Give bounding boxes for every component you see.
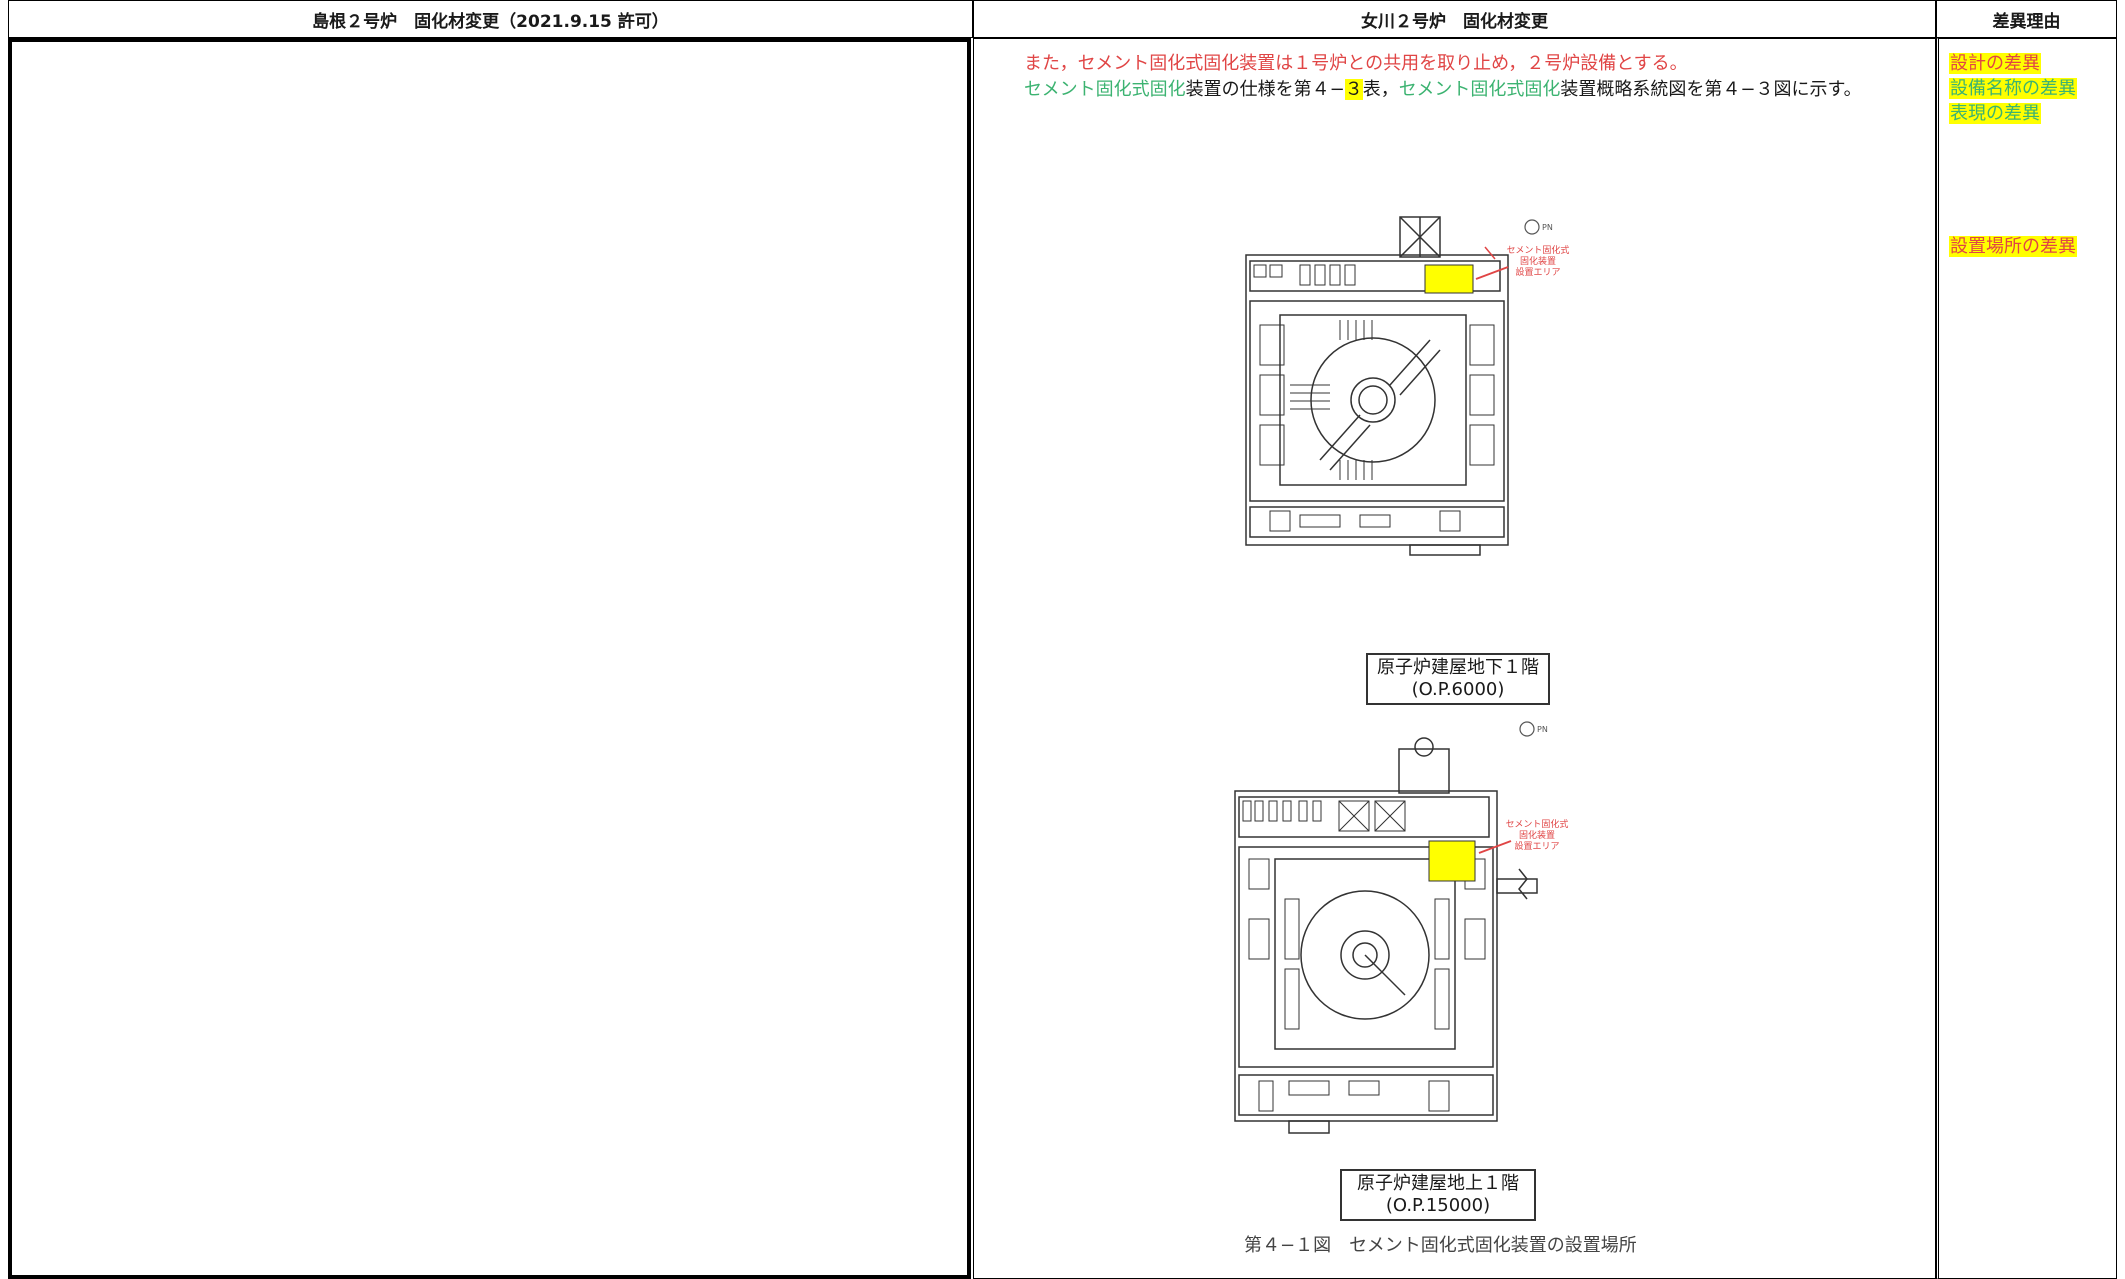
header-reason: 差異理由 <box>1936 0 2117 38</box>
reason-column: 設計の差異 設備名称の差異 表現の差異 設置場所の差異 <box>1936 38 2117 1279</box>
area-label-line: 固化装置 <box>1519 829 1555 841</box>
text-run: 装置の仕様を第４− <box>1185 79 1345 100</box>
plan-label-floor: 原子炉建屋地上１階 <box>1357 1173 1519 1194</box>
paragraph-line-1: また，セメント固化式固化装置は１号炉との共用を取り止め，２号炉設備とする。 <box>1024 53 1688 74</box>
area-label-line: セメント固化式 <box>1507 244 1570 256</box>
plan-label-ground: 原子炉建屋地上１階 (O.P.15000) <box>1340 1169 1536 1221</box>
installation-area-basement <box>1424 264 1474 294</box>
north-label: PN <box>1537 725 1548 734</box>
area-label-line: 設置エリア <box>1515 266 1560 278</box>
reason-text: 設置場所の差異 <box>1949 236 2077 257</box>
equipment-name-1: セメント固化式固化 <box>1024 79 1186 100</box>
north-arrow-icon <box>1519 721 1535 737</box>
area-label-line: 設置エリア <box>1514 840 1559 852</box>
highlighted-number: ３ <box>1344 79 1363 100</box>
north-arrow-icon <box>1524 219 1540 235</box>
area-label-line: 固化装置 <box>1520 255 1556 267</box>
header-onagawa: 女川２号炉 固化材変更 <box>973 0 1936 38</box>
reason-location: 設置場所の差異 <box>1949 234 2077 259</box>
reason-design: 設計の差異 <box>1949 51 2041 76</box>
floor-plan-basement: セメント固化式 固化装置 設置エリア PN <box>1245 216 1570 556</box>
reason-expression: 表現の差異 <box>1949 101 2041 126</box>
reason-equipment-name: 設備名称の差異 <box>1949 76 2077 101</box>
onagawa-column: また，セメント固化式固化装置は１号炉との共用を取り止め，２号炉設備とする。 セメ… <box>973 38 1936 1279</box>
plan-label-elevation: (O.P.6000) <box>1411 679 1505 700</box>
header-shimane: 島根２号炉 固化材変更（2021.9.15 許可） <box>8 0 973 38</box>
area-label-line: セメント固化式 <box>1506 818 1569 830</box>
figure-caption: 第４−１図 セメント固化式固化装置の設置場所 <box>1244 1235 1637 1256</box>
text-run: 装置概略系統図を第４−３図に示す。 <box>1560 79 1862 100</box>
installation-area-ground <box>1428 840 1476 882</box>
plan-label-floor: 原子炉建屋地下１階 <box>1377 657 1539 678</box>
shimane-column <box>8 38 971 1279</box>
reason-text: 設備名称の差異 <box>1949 78 2077 99</box>
text-run: 表， <box>1362 79 1399 100</box>
paragraph-line-2: セメント固化式固化装置の仕様を第４−３表，セメント固化式固化装置概略系統図を第４… <box>1024 77 1862 102</box>
floor-plan-ground: セメント固化式 固化装置 設置エリア PN <box>1234 721 1569 1134</box>
equipment-name-2: セメント固化式固化 <box>1398 79 1561 100</box>
north-label: PN <box>1542 223 1553 232</box>
plan-label-elevation: (O.P.15000) <box>1385 1195 1491 1216</box>
plan-label-basement: 原子炉建屋地下１階 (O.P.6000) <box>1366 653 1550 705</box>
reason-text: 表現の差異 <box>1949 103 2041 124</box>
reason-text: 設計の差異 <box>1949 53 2041 74</box>
